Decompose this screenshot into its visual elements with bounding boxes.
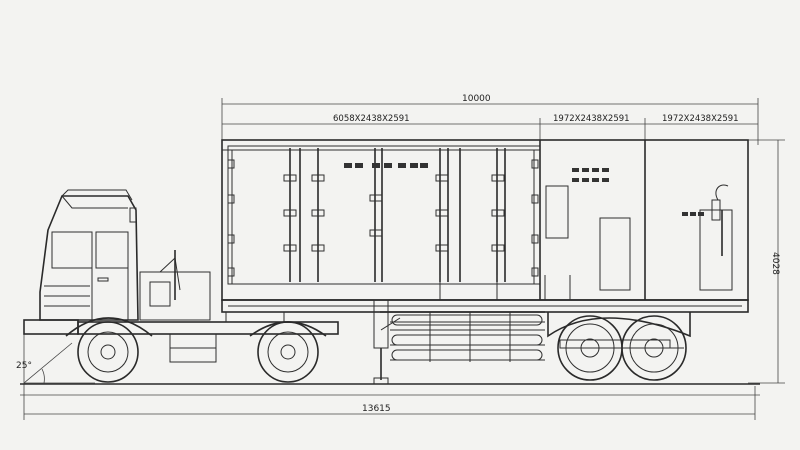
trailer-wheels	[557, 315, 687, 381]
dim-10000-label: 10000	[462, 94, 491, 104]
dim-body-length: 10000	[221, 94, 759, 145]
door-handles	[283, 174, 505, 252]
angle-25-label: 25°	[16, 361, 32, 371]
dim-section-1-label: 6058X2438X2591	[333, 114, 410, 124]
dim-4028-label: 4028	[770, 252, 780, 275]
middle-module	[545, 168, 631, 291]
dim-overall-length: 13615	[20, 330, 760, 420]
tractor-unit	[23, 189, 339, 363]
cargo-body	[221, 139, 749, 301]
dim-13615-label: 13615	[362, 404, 391, 414]
rear-module	[682, 184, 733, 291]
frame-hinges	[227, 159, 539, 277]
dim-sections: 6058X2438X2591 1972X2438X2591 1972X2438X…	[222, 114, 758, 140]
tractor-wheels	[77, 321, 319, 383]
dim-height: 4028	[748, 139, 785, 384]
container-caption-marks	[344, 163, 428, 168]
dim-section-3-label: 1972X2438X2591	[662, 114, 739, 124]
approach-angle: 25°	[16, 342, 95, 384]
door-lock-bars	[289, 148, 506, 282]
dim-section-2-label: 1972X2438X2591	[553, 114, 630, 124]
